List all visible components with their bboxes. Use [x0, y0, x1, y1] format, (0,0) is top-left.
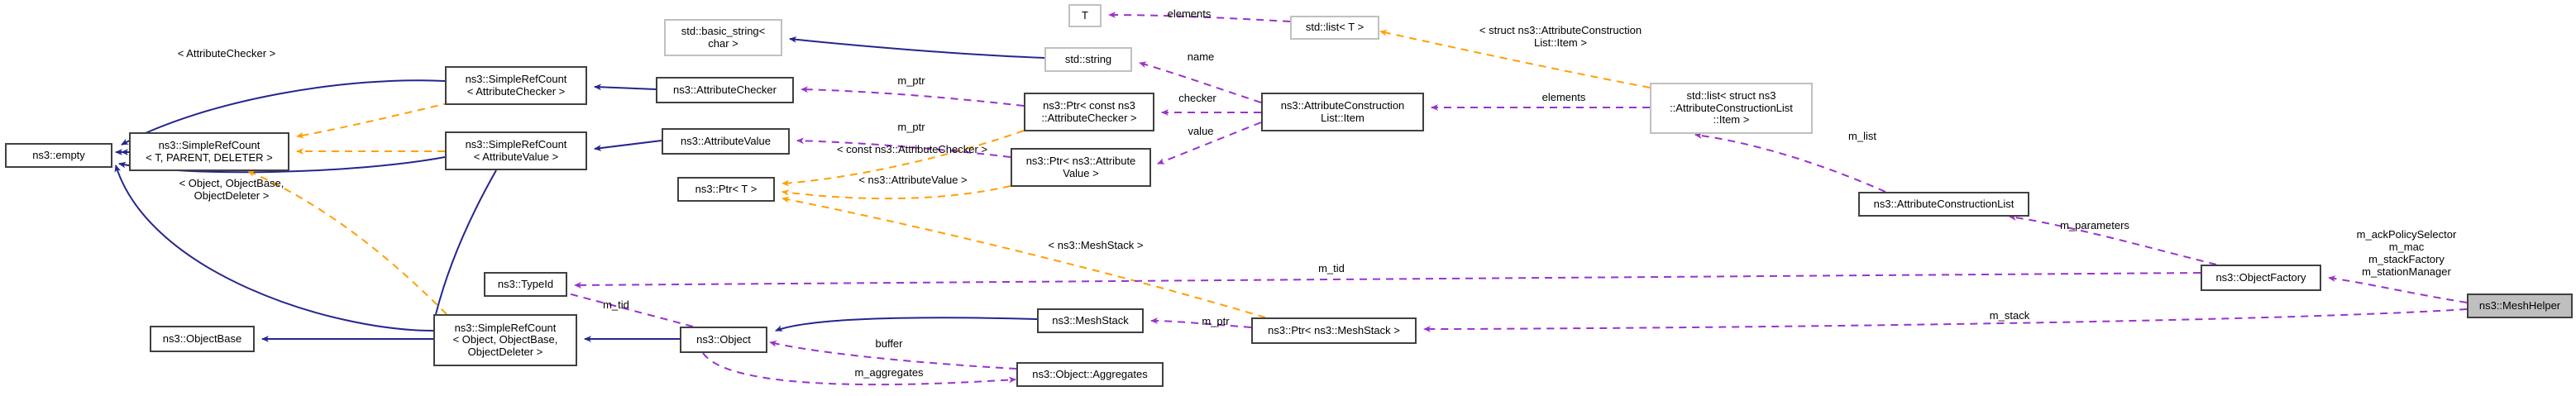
edge-label-lbl-name: name — [1187, 50, 1215, 63]
edge-label-lbl-meshstack-tpl: < ns3::MeshStack > — [1048, 239, 1144, 251]
edge-label-lbl-attrvaluetpl2: < ns3::AttributeValue > — [858, 174, 968, 186]
node-meshStack[interactable]: ns3::MeshStack — [1037, 308, 1144, 333]
edge-label-lbl-attrchecker-tpl: < AttributeChecker > — [177, 47, 276, 60]
node-ptrT[interactable]: ns3::Ptr< T > — [677, 177, 775, 202]
edge-label-lbl-aclitem-tpl: < struct ns3::AttributeConstruction List… — [1479, 24, 1642, 49]
edge-label-lbl-mptr-value: m_ptr — [897, 121, 925, 133]
inheritance-edges — [114, 36, 1045, 342]
node-attrValue[interactable]: ns3::AttributeValue — [662, 128, 790, 155]
edge-label-lbl-mstack: m_stack — [1989, 309, 2030, 322]
node-basicString[interactable]: std::basic_string< char > — [664, 19, 782, 56]
node-typeId[interactable]: ns3::TypeId — [484, 272, 567, 297]
edge-label-lbl-mtid-left: m_tid — [603, 298, 629, 311]
edge-label-lbl-object-tpl: < Object, ObjectBase, ObjectDeleter > — [179, 177, 284, 202]
node-acl[interactable]: ns3::AttributeConstructionList — [1858, 192, 2029, 217]
node-stdString[interactable]: std::string — [1044, 47, 1132, 72]
node-srcObject[interactable]: ns3::SimpleRefCount < Object, ObjectBase… — [433, 314, 577, 366]
node-stdListItem[interactable]: std::list< struct ns3 ::AttributeConstru… — [1650, 83, 1813, 134]
edge-label-lbl-maggregates: m_aggregates — [854, 366, 924, 379]
node-aggregates[interactable]: ns3::Object::Aggregates — [1016, 362, 1164, 387]
template-edges — [247, 29, 1651, 318]
usage-edges — [558, 12, 2468, 386]
edge-label-lbl-meshhelper-attrs: m_ackPolicySelector m_mac m_stackFactory… — [2356, 228, 2457, 278]
node-srcValue[interactable]: ns3::SimpleRefCount < AttributeValue > — [445, 131, 587, 170]
node-object[interactable]: ns3::Object — [680, 327, 767, 353]
edge-label-lbl-mptr-meshstack: m_ptr — [1202, 315, 1230, 327]
node-ptrConstChecker[interactable]: ns3::Ptr< const ns3 ::AttributeChecker > — [1024, 93, 1154, 131]
node-srcChecker[interactable]: ns3::SimpleRefCount < AttributeChecker > — [445, 66, 587, 105]
node-srcTPD[interactable]: ns3::SimpleRefCount < T, PARENT, DELETER… — [129, 132, 289, 171]
edge-label-lbl-elements-item: elements — [1541, 91, 1586, 103]
edge-label-lbl-mtid-right: m_tid — [1318, 262, 1345, 274]
node-objectFactory[interactable]: ns3::ObjectFactory — [2201, 265, 2321, 291]
edge-label-lbl-checker: checker — [1178, 92, 1216, 104]
node-stdListT[interactable]: std::list< T > — [1290, 16, 1379, 40]
node-meshHelper[interactable]: ns3::MeshHelper — [2467, 293, 2573, 318]
edge-label-lbl-buffer: buffer — [875, 337, 903, 350]
edge-label-lbl-mparameters: m_parameters — [2060, 219, 2129, 231]
node-attrChecker[interactable]: ns3::AttributeChecker — [656, 77, 794, 103]
node-empty[interactable]: ns3::empty — [5, 143, 112, 168]
node-ptrAttrValue[interactable]: ns3::Ptr< ns3::Attribute Value > — [1011, 148, 1151, 187]
edge-label-lbl-mlist: m_list — [1848, 130, 1876, 142]
edge-label-lbl-elements-T: elements — [1167, 7, 1212, 20]
node-T[interactable]: T — [1068, 4, 1102, 27]
edge-label-lbl-value: value — [1188, 125, 1214, 137]
edge-label-lbl-constchecker-tpl: < const ns3::AttributeChecker > — [836, 143, 988, 155]
edge-label-lbl-mptr-checker: m_ptr — [897, 74, 925, 87]
node-aclItem[interactable]: ns3::AttributeConstruction List::Item — [1261, 93, 1424, 131]
node-ptrMeshStack[interactable]: ns3::Ptr< ns3::MeshStack > — [1251, 317, 1417, 344]
node-objectBase[interactable]: ns3::ObjectBase — [150, 326, 255, 352]
